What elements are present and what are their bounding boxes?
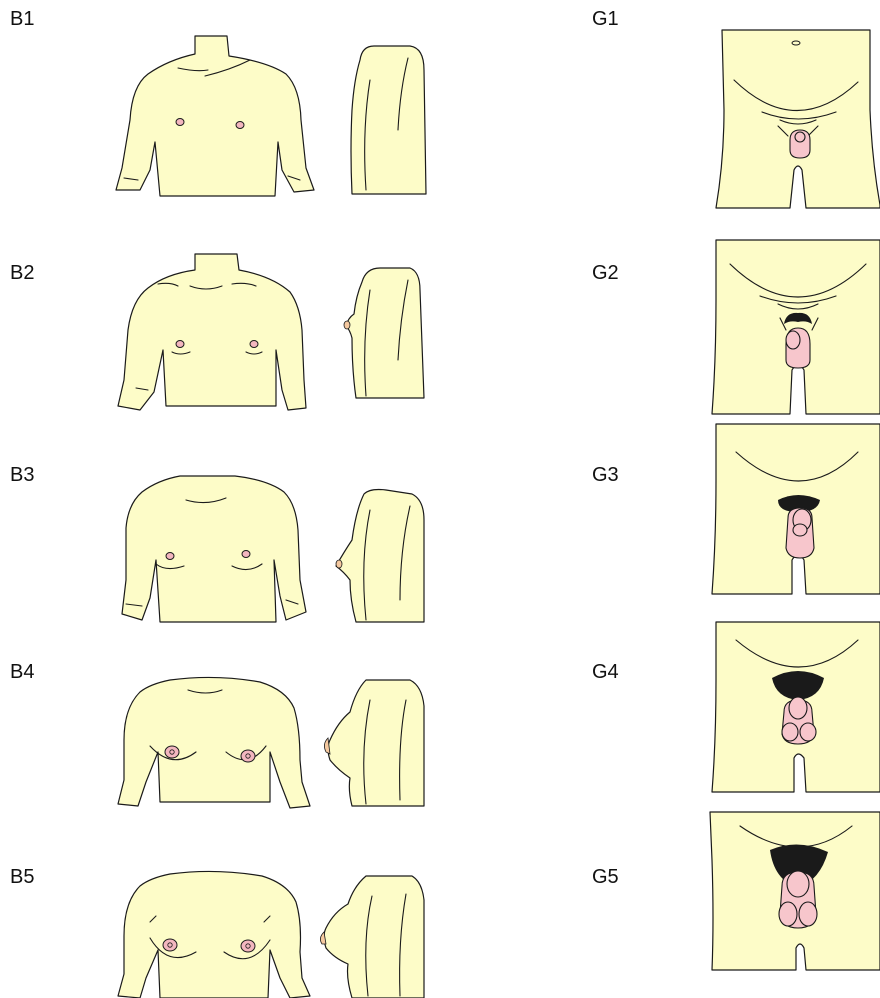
nipple-left-b3	[166, 553, 174, 560]
pelvis-g2	[712, 240, 880, 414]
torso-side-b2	[344, 268, 424, 398]
nipple-right-b1	[236, 122, 244, 129]
torso-side-b5	[320, 876, 424, 998]
torso-front-b1	[116, 36, 314, 196]
nipple-right-b2	[250, 341, 258, 348]
nipple-side-b3	[336, 560, 342, 568]
nipple-right-b3	[242, 551, 250, 558]
pelvis-g4	[712, 622, 880, 792]
torso-front-b3	[122, 476, 306, 622]
torso-side-b4	[324, 680, 424, 806]
pelvis-g3	[712, 424, 880, 594]
nipple-side-b2	[344, 321, 350, 329]
nipple-left-b1	[176, 119, 184, 126]
torso-front-b4	[118, 677, 310, 808]
torso-front-b5	[118, 871, 310, 998]
nipple-left-b2	[176, 341, 184, 348]
torso-front-b2	[118, 254, 306, 410]
torso-side-b3	[336, 490, 424, 623]
torso-side-b1	[351, 46, 426, 194]
pelvis-g1	[716, 30, 880, 208]
pelvis-g5	[710, 812, 880, 970]
